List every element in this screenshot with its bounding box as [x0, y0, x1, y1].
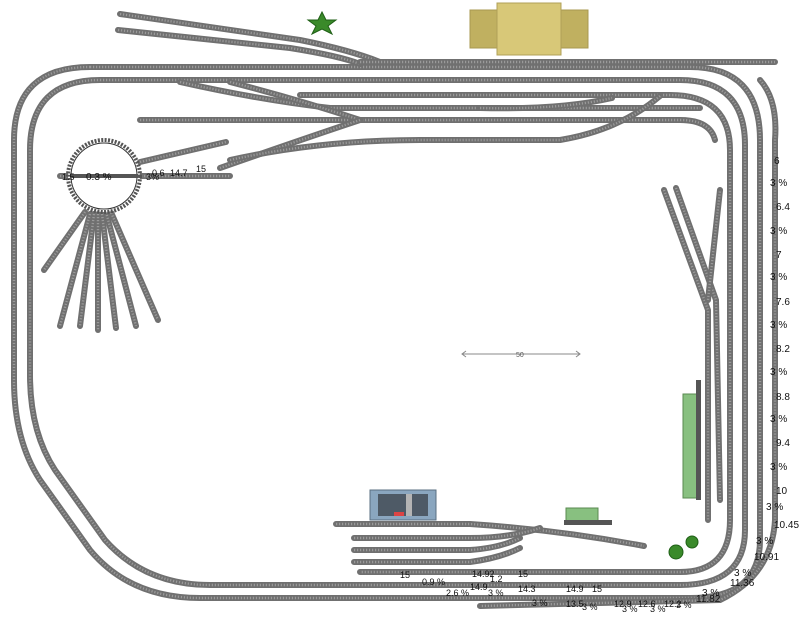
elevation-label: 7	[776, 250, 782, 261]
yard-elevation-labels: 0.6 14.7 15 1.5 3%	[62, 164, 206, 182]
trees-bottom	[668, 535, 699, 560]
stall-track-1	[41, 209, 88, 273]
elevation-label: 12.6	[638, 599, 656, 609]
elevation-label: 12.2	[664, 599, 682, 609]
station-track-2	[351, 525, 543, 541]
turntable-lead-2	[137, 139, 229, 165]
elevation-label: 3%	[146, 172, 159, 182]
elevation-label: 14.3	[518, 584, 536, 594]
elevation-label: 3 %	[650, 604, 666, 614]
elevation-label: 11.36	[730, 578, 755, 589]
elevation-label: 3 %	[734, 568, 751, 579]
elevation-label: 3 %	[770, 367, 787, 378]
elevation-label: 8.8	[776, 392, 790, 403]
elevation-label: 13.5	[566, 599, 584, 609]
freight-building	[469, 2, 589, 56]
scale-bar: 50	[461, 350, 581, 359]
right-elevation-labels: 63 %6.43 %73 %7.63 %8.23 %8.83 %9.43 %10…	[696, 156, 799, 605]
elevation-label: 3 %	[770, 462, 787, 473]
tree-top	[306, 10, 338, 36]
green-building-right	[682, 380, 701, 500]
elevation-label: 14.7	[170, 168, 188, 178]
middle-main-loop	[27, 77, 748, 588]
top-siding-2	[115, 27, 363, 67]
elevation-label: 11.82	[696, 594, 721, 605]
elevation-label: 10	[776, 486, 788, 497]
elevation-label: 3 %	[756, 536, 773, 547]
station-track-4	[351, 545, 523, 565]
elevation-label: 0.9 %	[422, 577, 445, 587]
elevation-label: 6	[774, 156, 780, 167]
top-siding-1	[117, 11, 383, 65]
elevation-label: 1.2	[490, 574, 503, 584]
elevation-label: 14.9	[566, 584, 584, 594]
elevation-label: 3 %	[770, 320, 787, 331]
elevation-label: 15	[196, 164, 206, 174]
elevation-label: 3 %	[488, 588, 504, 598]
elevation-label: 3 %	[770, 272, 787, 283]
turntable-grade: 0.3 %	[86, 172, 112, 183]
green-shed-bottom	[564, 507, 612, 525]
elevation-label: 6.4	[776, 202, 790, 213]
yard-return	[227, 93, 663, 163]
elevation-label: 12.9	[614, 599, 632, 609]
elevation-label: 3 %	[770, 226, 787, 237]
elevation-label: 15	[592, 584, 602, 594]
track-network	[11, 11, 779, 609]
elevation-label: 15	[400, 570, 410, 580]
elevation-label: 10.45	[774, 520, 799, 531]
elevation-label: 3 %	[766, 502, 783, 513]
elevation-label: 3 %	[622, 604, 638, 614]
elevation-label: 0.6	[152, 168, 165, 178]
elevation-label: 3 %	[582, 602, 598, 612]
elevation-label: 14.92	[472, 569, 495, 579]
elevation-label: 9.4	[776, 438, 790, 449]
elevation-label: 7.6	[776, 297, 790, 308]
turntable: 0.3 %	[66, 138, 142, 214]
elevation-label: 3 %	[770, 178, 787, 189]
elevation-label: 15	[518, 569, 528, 579]
elevation-label: 2.6 %	[446, 588, 469, 598]
stall-track-6	[103, 209, 139, 329]
elevation-label: 10.91	[754, 552, 779, 563]
station-building	[369, 489, 437, 521]
elevation-label: 3 %	[702, 588, 719, 599]
scale-bar-value: 50	[516, 352, 524, 359]
elevation-label: 8.2	[776, 344, 790, 355]
inner-main-line	[297, 92, 733, 575]
elevation-label: 14.9	[470, 582, 488, 592]
elevation-label: 3 %	[676, 600, 692, 610]
elevation-label: 3 %	[770, 414, 787, 425]
elevation-label: 1.5	[62, 172, 75, 182]
elevation-label: 3 %	[532, 598, 548, 608]
